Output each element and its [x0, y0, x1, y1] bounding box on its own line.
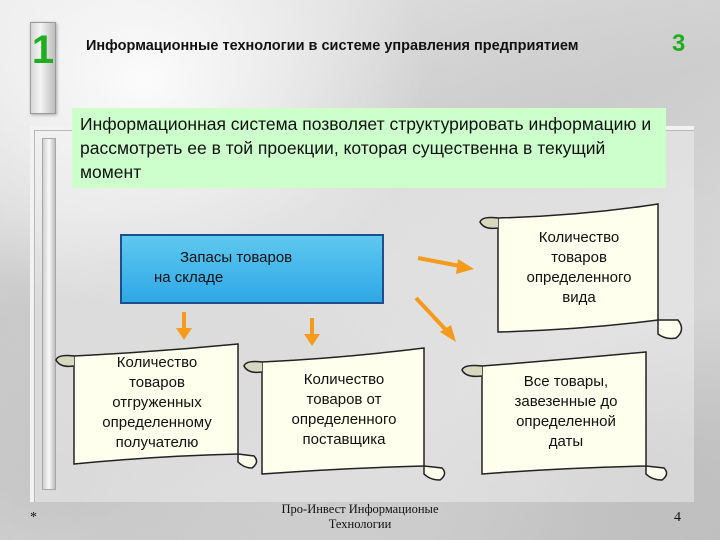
scroll-text-recipient: Количество товаров отгруженных определен… — [102, 354, 212, 451]
arrow-to-date — [414, 296, 456, 342]
slide-number-tab — [30, 22, 56, 114]
footer-left-mark: * — [30, 510, 37, 525]
arrow-to-supplier — [304, 318, 320, 346]
source-box: Запасы товаров на складе — [120, 234, 384, 304]
footer-company-line2: Технологии — [328, 517, 392, 531]
source-box-line1: Запасы товаров — [180, 249, 293, 266]
scroll-shape — [479, 203, 683, 340]
scroll-text-supplier: Количество товаров от определенного пост… — [291, 371, 397, 448]
scroll-card-recipient: Количество товаров отгруженных определен… — [55, 343, 260, 469]
decorative-sidebar — [42, 138, 56, 490]
footer-page-number: 4 — [674, 510, 681, 525]
footer-company: Про-Инвест Информационые Технологии — [240, 502, 480, 532]
arrow-to-type — [417, 256, 474, 274]
slide-title: Информационные технологии в системе упра… — [86, 38, 579, 54]
source-box-line2: на складе — [154, 269, 224, 286]
scroll-text-type: Количество товаров определенного вида — [526, 229, 632, 306]
scroll-shape — [55, 343, 258, 469]
scroll-shape — [461, 351, 668, 481]
scroll-card-date: Все товары, завезенные до определенной д… — [460, 351, 670, 481]
scroll-text-date: Все товары, завезенные до определенной д… — [514, 373, 618, 450]
arrow-to-recipient — [176, 312, 192, 340]
slide-number-left: 1 — [31, 28, 55, 72]
scroll-card-type: Количество товаров определенного вида — [479, 203, 686, 344]
footer-company-line1: Про-Инвест Информационые — [281, 502, 439, 516]
scroll-card-supplier: Количество товаров от определенного пост… — [243, 347, 448, 481]
slide-number-right: 3 — [672, 30, 686, 57]
scroll-shape — [243, 347, 446, 481]
intro-text-box: Информационная система позволяет структу… — [72, 108, 666, 188]
